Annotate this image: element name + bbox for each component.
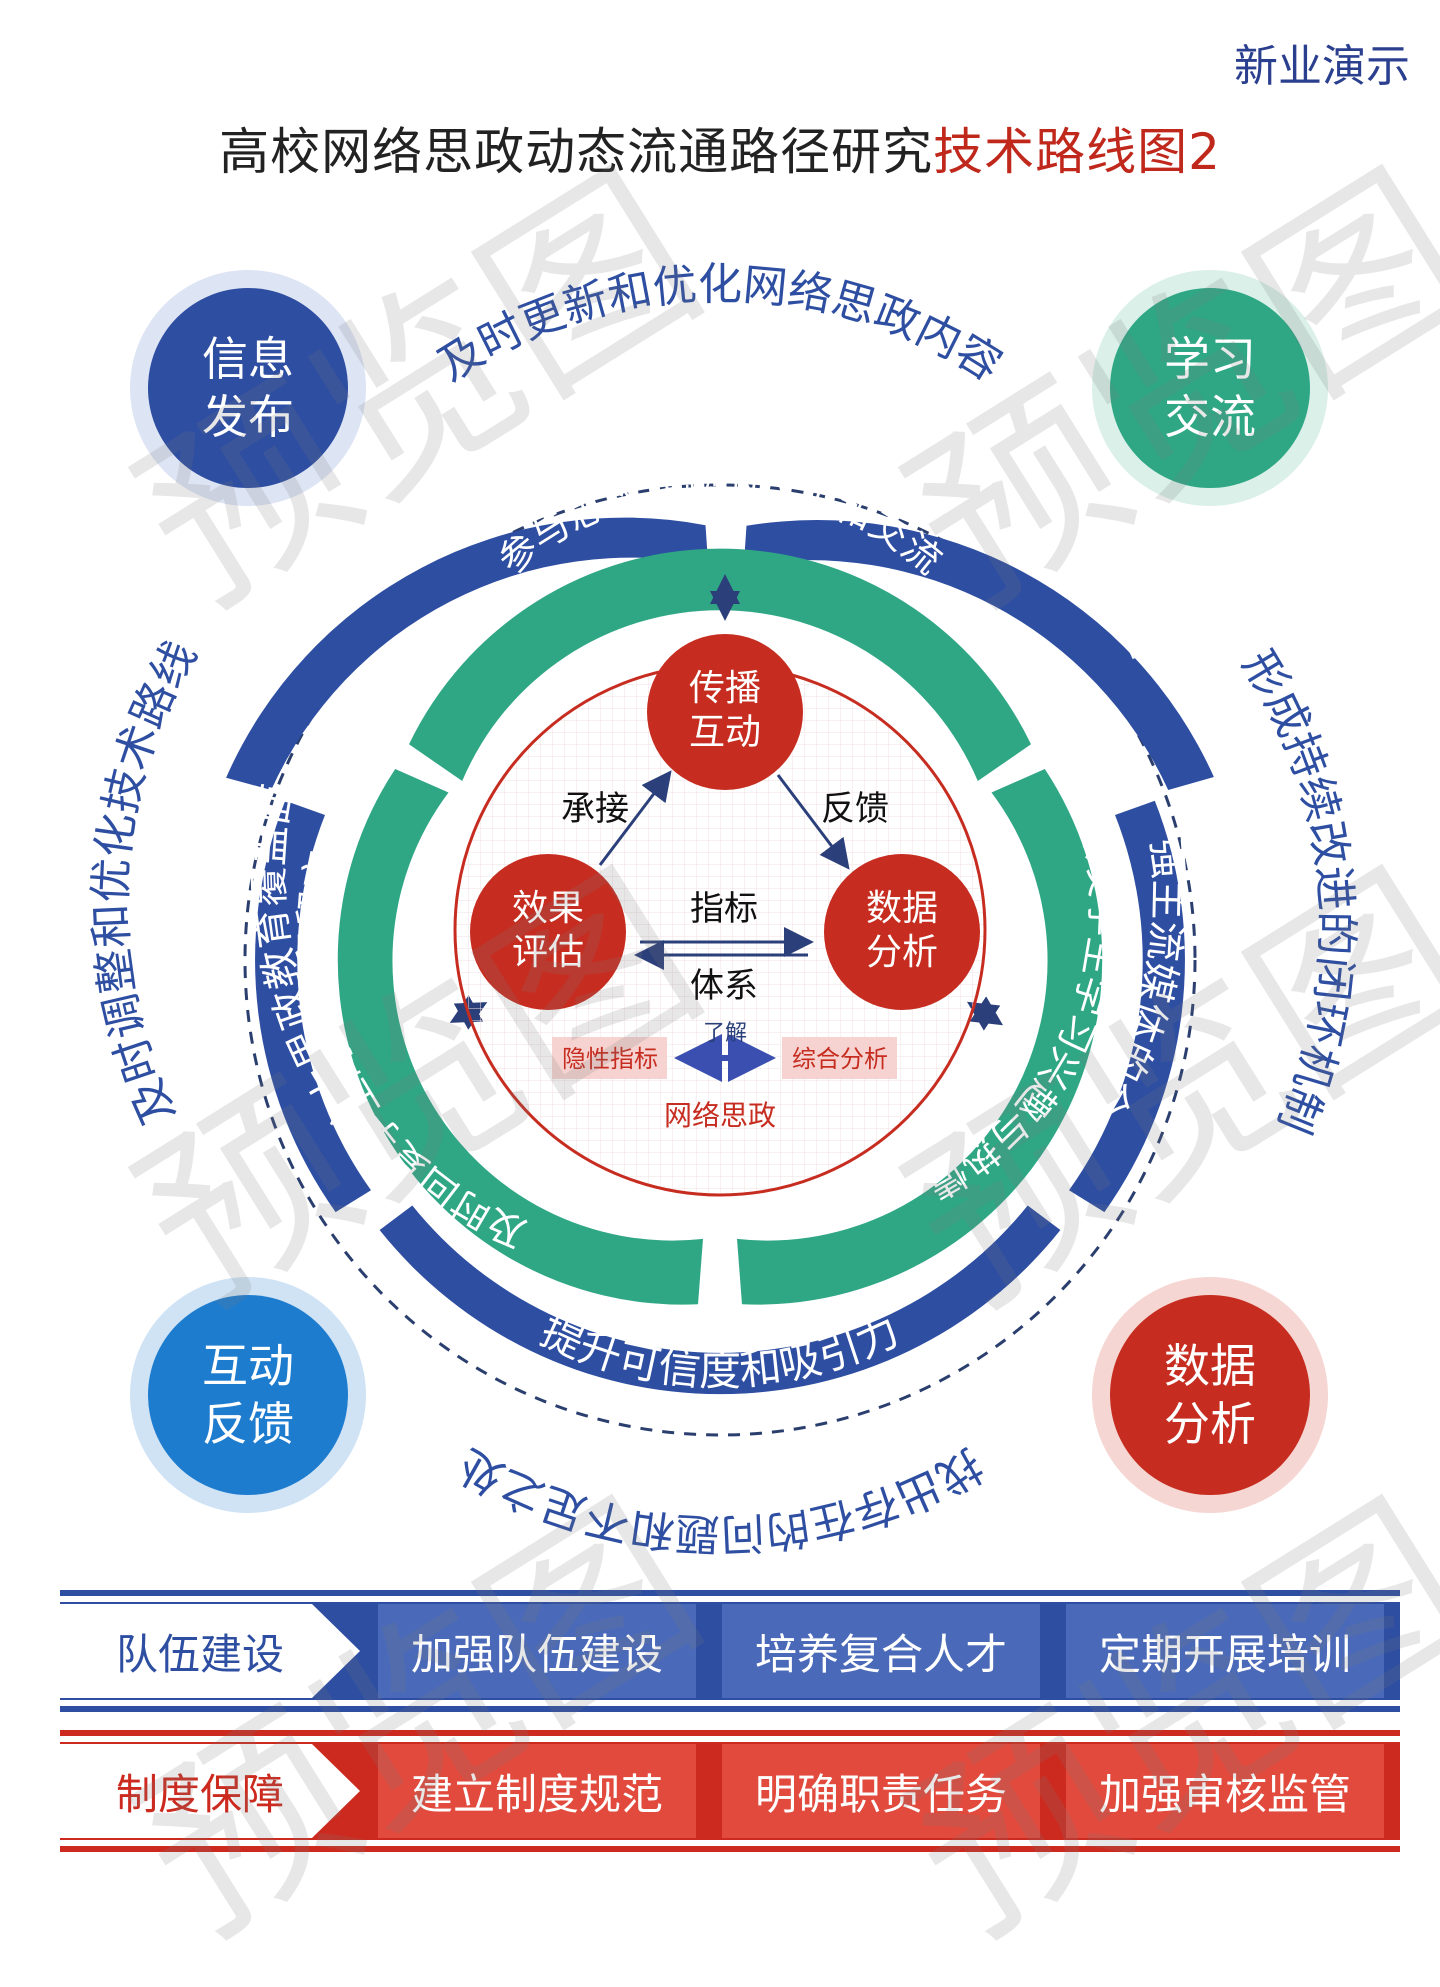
label-middle-bottom: 体系 <box>690 966 758 1006</box>
tag-left-text: 隐性指标 <box>562 1045 658 1073</box>
band-team-item: 加强队伍建设 <box>378 1604 696 1698</box>
blue-ring-segment-top-right <box>743 520 1214 790</box>
blue-ring-segment-right <box>1069 800 1185 1213</box>
corner-bottom-left-line1: 互动 <box>202 1339 294 1393</box>
corner-top-left-line2: 发布 <box>202 390 294 444</box>
arrow-top-to-right <box>776 774 850 870</box>
green-ring-segment-left <box>337 769 703 1305</box>
outer-ring-right-text: 形成持续改进的闭环机制 <box>1232 642 1361 1140</box>
green-ring-segment-top <box>409 548 1031 781</box>
corner-top-right-line2: 交流 <box>1164 390 1256 444</box>
band-team-label: 队伍建设 <box>60 1604 360 1698</box>
blue-ring-segment-top-left <box>226 517 709 790</box>
title-main: 高校网络思政动态流通路径研究 <box>219 123 934 181</box>
tag-arrow-label: 了解 <box>703 1021 747 1046</box>
corner-bottom-left: 互动 反馈 <box>130 1277 366 1513</box>
green-ring-segment-right <box>737 769 1103 1305</box>
corner-bottom-left-line2: 反馈 <box>202 1397 294 1451</box>
label-left-arrow: 承接 <box>561 789 629 829</box>
corner-top-left-line1: 信息 <box>202 332 294 386</box>
band-system-item: 加强审核监管 <box>1066 1744 1384 1838</box>
route-diagram: 及时更新和优化网络思政内容 形成持续改进的闭环机制 找出存在的问题和不足之处 及… <box>85 259 1362 1560</box>
core-node-left-line2: 评估 <box>512 932 584 973</box>
core-node-right: 数据 分析 <box>824 854 980 1010</box>
label-right-arrow: 反馈 <box>821 789 889 829</box>
blue-ring-bottom-text: 提升可信度和吸引力 <box>534 1306 907 1395</box>
band-team-item: 定期开展培训 <box>1066 1604 1384 1698</box>
outer-ring-bottom-text: 找出存在的问题和不足之处 <box>449 1438 990 1559</box>
tag-right-text: 综合分析 <box>792 1045 888 1073</box>
label-middle-top: 指标 <box>690 889 758 929</box>
corner-bottom-right-line1: 数据 <box>1164 1339 1256 1393</box>
title-accent: 技术路线图2 <box>933 123 1221 181</box>
band-team-stripe-bottom <box>60 1700 1400 1706</box>
band-system-stripe-top <box>60 1736 1400 1742</box>
band-team: 队伍建设 加强队伍建设 培养复合人才 定期开展培训 <box>60 1590 1400 1712</box>
core-caption: 网络思政 <box>664 1099 776 1132</box>
connector-right <box>966 996 1004 1031</box>
tag-left-box <box>552 1037 667 1079</box>
outer-dashed-ring <box>243 483 1197 1437</box>
tag-right-box <box>782 1037 897 1079</box>
outer-ring-left-text: 及时调整和优化技术路线 <box>86 633 207 1132</box>
core-node-top-line1: 传播 <box>689 668 761 709</box>
page-title: 高校网络思政动态流通路径研究技术路线图2 <box>0 112 1440 184</box>
band-team-stripe-top <box>60 1596 1400 1602</box>
outer-ring-top-text: 及时更新和优化网络思政内容 <box>429 259 1010 392</box>
core-node-left: 效果 评估 <box>470 854 626 1010</box>
corner-bottom-right: 数据 分析 <box>1092 1277 1328 1513</box>
corner-top-right: 学习 交流 <box>1092 270 1328 506</box>
core-node-top-line2: 互动 <box>689 712 761 753</box>
corner-bottom-right-line2: 分析 <box>1164 1397 1256 1451</box>
core-node-right-line1: 数据 <box>866 888 938 929</box>
band-system-stripe-bottom <box>60 1840 1400 1846</box>
band-system-label: 制度保障 <box>60 1744 360 1838</box>
core-node-right-line2: 分析 <box>866 932 938 973</box>
band-system: 制度保障 建立制度规范 明确职责任务 加强审核监管 <box>60 1730 1400 1852</box>
core-node-top: 传播 互动 <box>647 634 803 790</box>
blue-ring-segment-left <box>255 800 371 1213</box>
corner-top-right-line1: 学习 <box>1164 332 1256 386</box>
arrow-left-to-top <box>598 770 672 866</box>
corner-top-left: 信息 发布 <box>130 270 366 506</box>
blue-ring-segment-bottom <box>379 1205 1061 1395</box>
band-team-item: 培养复合人才 <box>722 1604 1040 1698</box>
band-system-item: 建立制度规范 <box>378 1744 696 1838</box>
band-system-item: 明确职责任务 <box>722 1744 1040 1838</box>
brand-label: 新业演示 <box>1234 41 1410 92</box>
core-node-left-line1: 效果 <box>512 888 584 929</box>
